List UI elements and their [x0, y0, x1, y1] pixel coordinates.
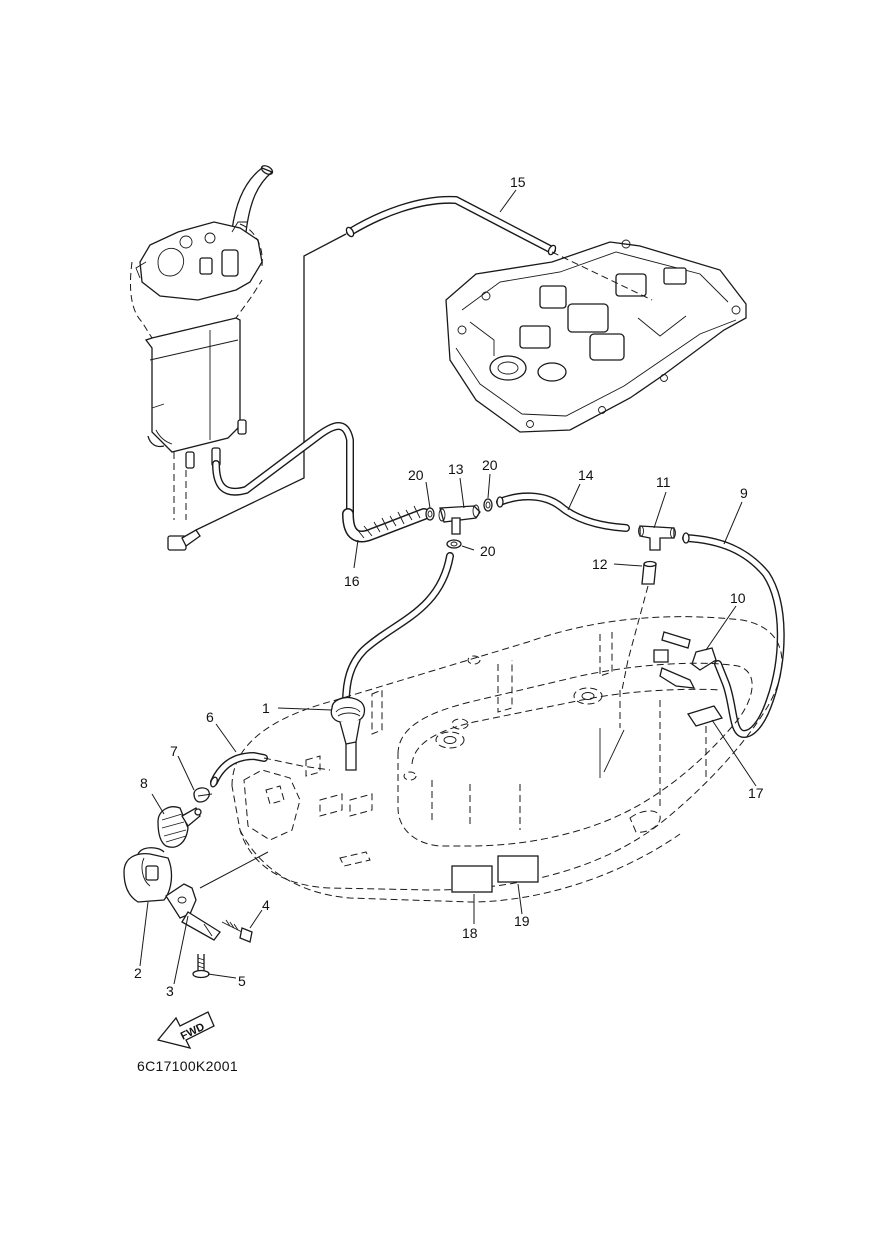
callout-16: 16	[344, 573, 360, 589]
hose-clamp-20-lower	[446, 539, 462, 549]
callout-10: 10	[730, 590, 746, 606]
callout-1: 1	[262, 700, 270, 716]
cover-2	[123, 847, 173, 903]
hose-13-to-grommet	[342, 552, 454, 706]
hose-15	[345, 195, 653, 301]
callout-11: 11	[656, 474, 671, 490]
callout-4: 4	[262, 897, 270, 913]
clamp-bracket-10	[599, 631, 717, 778]
fitting-8	[157, 806, 202, 848]
bracket-3	[165, 883, 221, 941]
bottom-cowling	[231, 616, 783, 903]
clip-7	[193, 787, 213, 803]
callout-7: 7	[170, 743, 178, 759]
screw-4	[221, 919, 253, 943]
label-sticker-17	[686, 705, 724, 727]
callout-3: 3	[166, 983, 174, 999]
callout-19: 19	[514, 913, 530, 929]
callout-20-right: 20	[482, 457, 498, 473]
callout-15: 15	[510, 174, 526, 190]
hose-clamp-20-right	[483, 498, 493, 512]
callout-13: 13	[448, 461, 464, 477]
grommet-1	[330, 696, 366, 771]
corrugated-hose-16	[342, 505, 430, 543]
leader-lines	[139, 189, 757, 985]
hose-14	[496, 492, 630, 532]
joint-13	[438, 504, 481, 535]
callout-5: 5	[238, 973, 246, 989]
hose-clamp-20-left	[425, 507, 435, 521]
callout-18: 18	[462, 925, 478, 941]
callout-8: 8	[140, 775, 148, 791]
label-sticker-19	[497, 855, 539, 883]
callout-12: 12	[592, 556, 608, 572]
separator-outlet-hose	[212, 422, 354, 516]
bolt-5	[192, 954, 210, 979]
callout-20-lower: 20	[480, 543, 496, 559]
forward-direction-arrow: FWD	[156, 1011, 215, 1049]
callout-9: 9	[740, 485, 748, 501]
callout-20-left: 20	[408, 467, 424, 483]
joint-11	[638, 525, 676, 551]
hose-12	[641, 560, 657, 585]
hose-6	[210, 752, 331, 788]
hose-12-routing-line	[621, 585, 649, 691]
callout-17: 17	[748, 785, 764, 801]
upper-casing	[445, 239, 747, 433]
callout-14: 14	[578, 467, 594, 483]
drawing-code: 6C17100K2001	[137, 1058, 238, 1074]
hose-9	[682, 532, 785, 738]
label-sticker-18	[451, 865, 493, 893]
vapor-separator-assembly	[129, 165, 274, 551]
hose-15-routing-line	[195, 233, 347, 531]
callout-2: 2	[134, 965, 142, 981]
callout-6: 6	[206, 709, 214, 725]
